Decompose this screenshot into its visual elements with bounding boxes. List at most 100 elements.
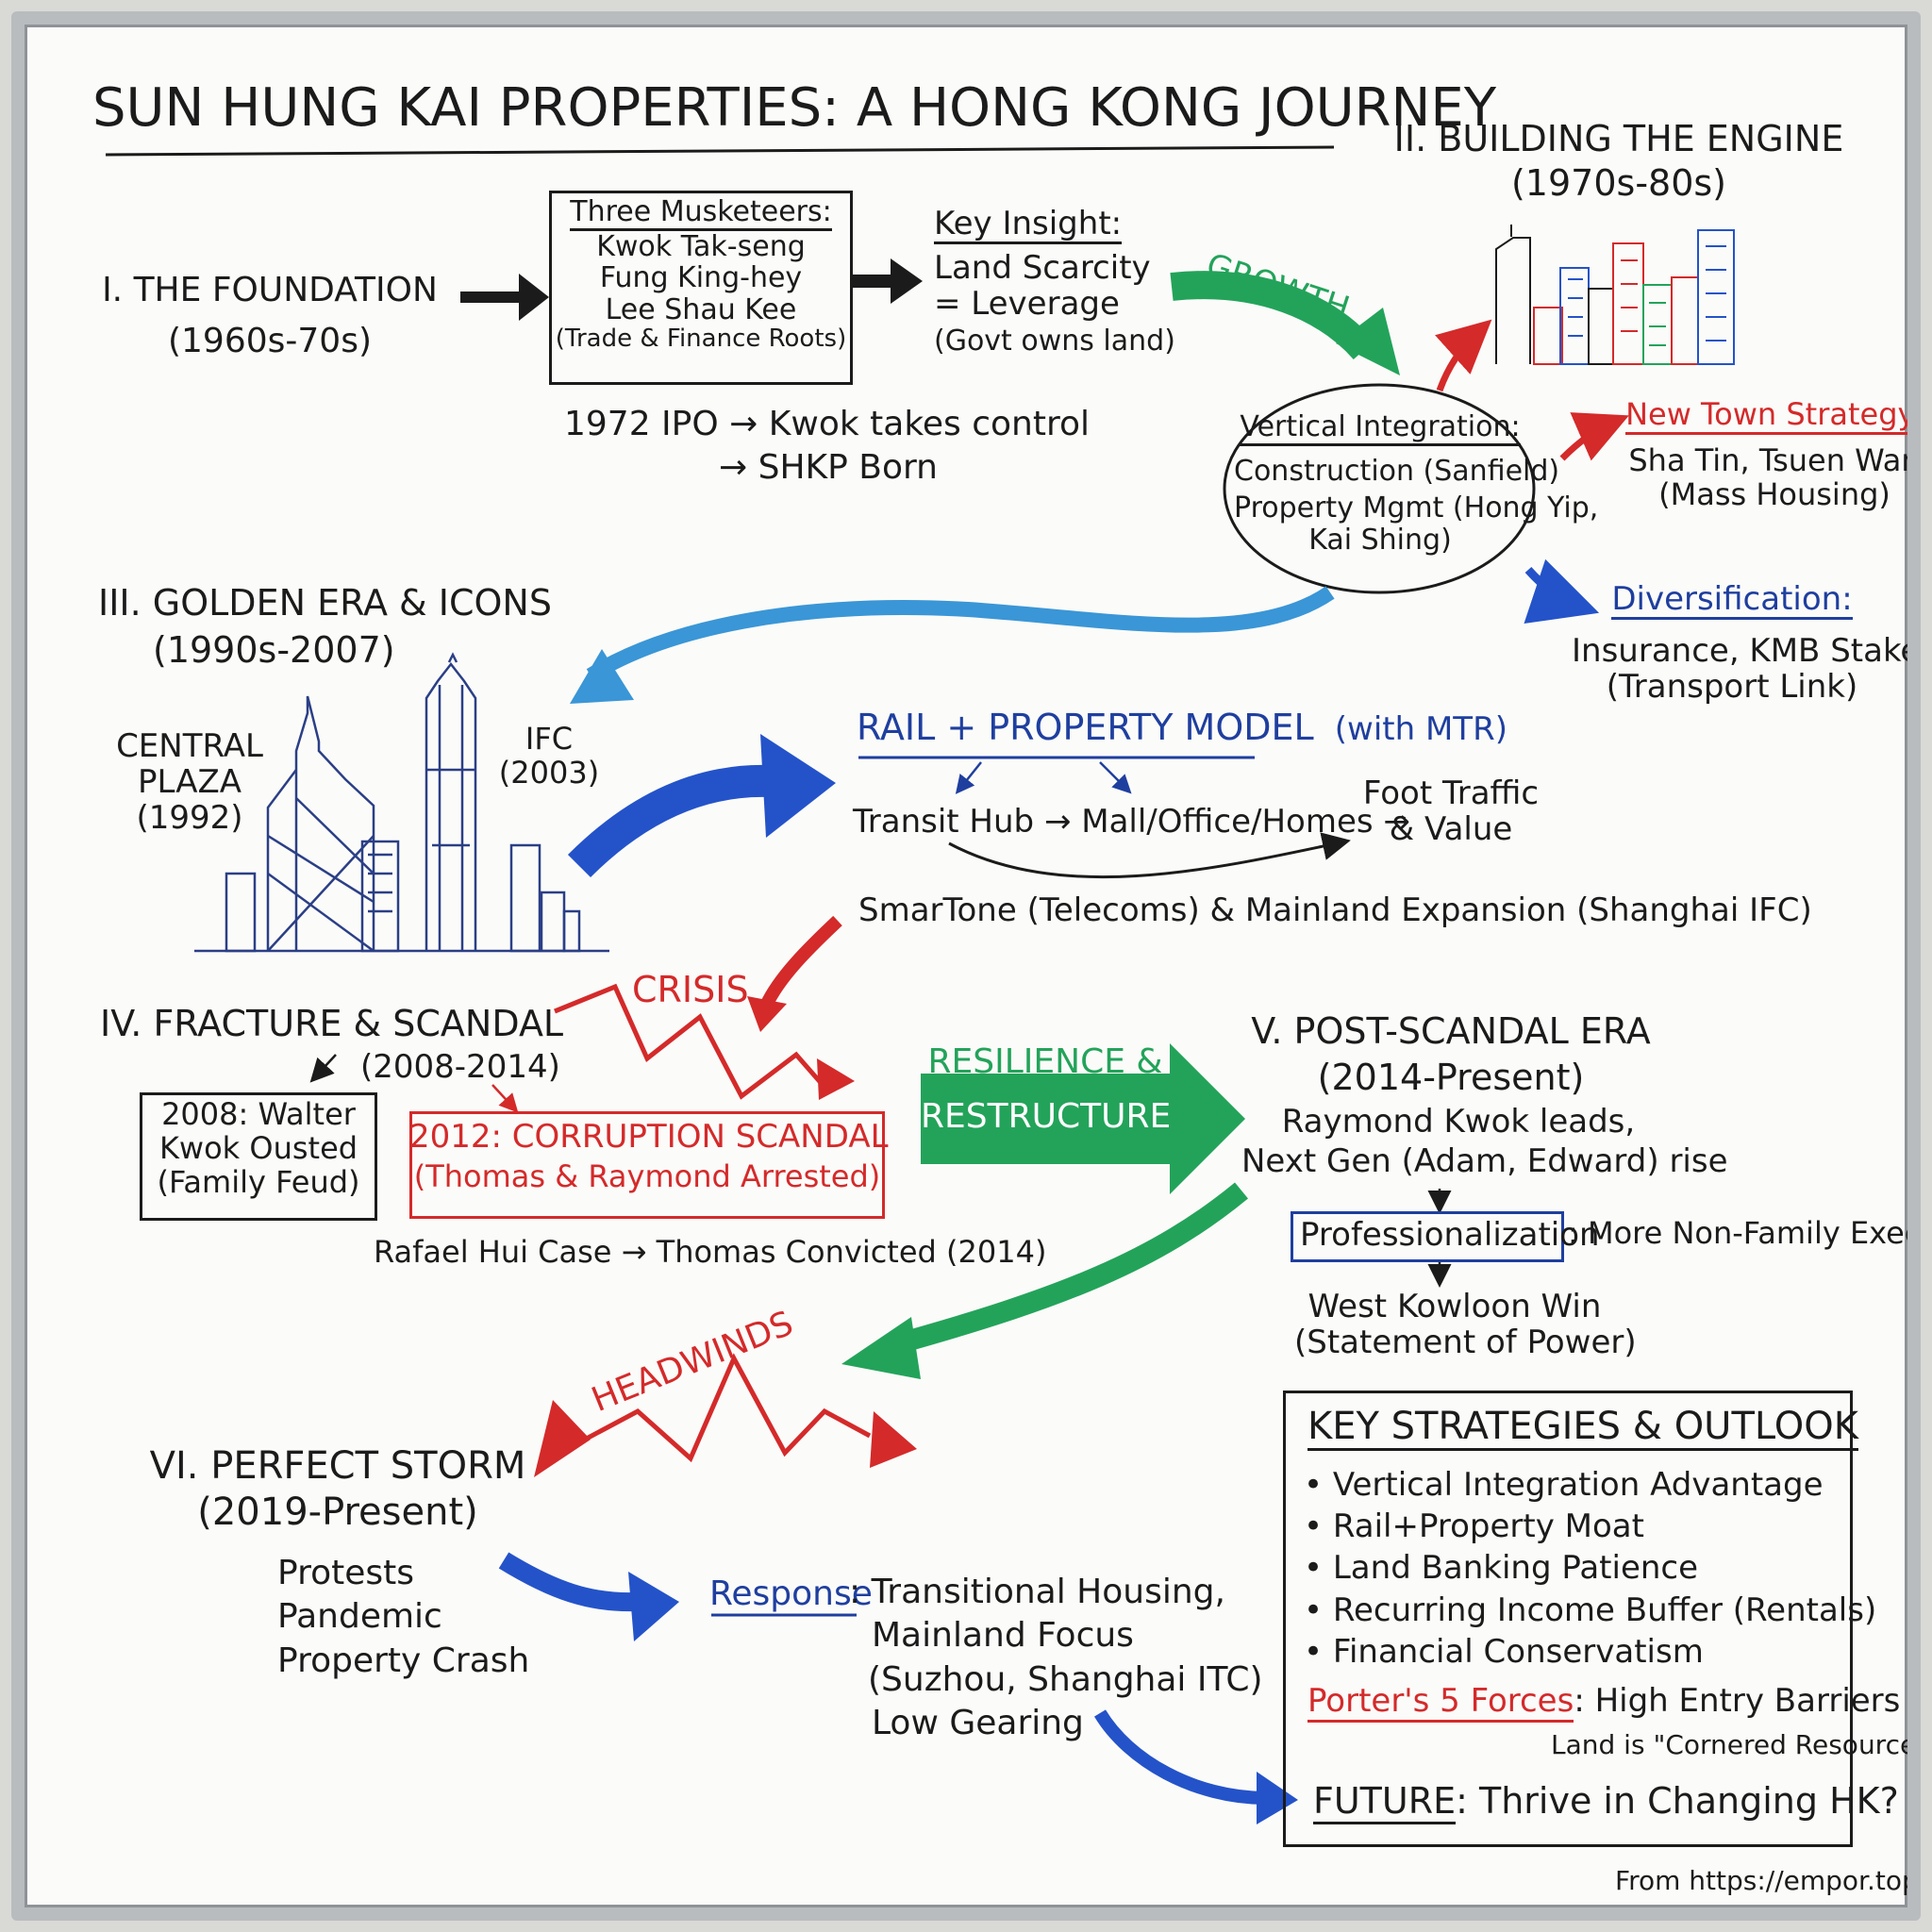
section-1-heading: I. THE FOUNDATION (1960s-70s) — [91, 271, 449, 361]
walter-line: 2008: Walter — [161, 1096, 356, 1132]
arrow-to-rail-model — [567, 734, 836, 878]
porter-rest: : High Entry Barriers — [1574, 1682, 1901, 1720]
arrow-to-walter — [309, 1054, 337, 1083]
response-line: (Suzhou, Shanghai ITC) — [868, 1659, 1263, 1699]
rail-model-suffix: (with MTR) — [1334, 710, 1507, 748]
response-label: Response — [709, 1574, 873, 1613]
whiteboard: SUN HUNG KAI PROPERTIES: A HONG KONG JOU… — [11, 11, 1921, 1921]
vertical-line: Kai Shing) — [1308, 523, 1452, 557]
rail-arrow-left — [955, 761, 982, 794]
strategy-bullet: • Financial Conservatism — [1304, 1632, 1704, 1671]
scandal-box — [409, 1111, 885, 1219]
title-underline — [105, 145, 1335, 157]
strategy-bullet: • Land Banking Patience — [1304, 1549, 1699, 1588]
walter-line: (Family Feud) — [157, 1163, 360, 1200]
ipo-line-2: → SHKP Born — [719, 448, 938, 487]
rail-model-title: RAIL + PROPERTY MODEL (with MTR) — [857, 708, 1507, 748]
central-plaza-line: CENTRAL — [116, 727, 263, 765]
response-line: Mainland Focus — [872, 1616, 1134, 1656]
rail-result: Foot Traffic & Value — [1357, 775, 1545, 847]
section-5-title: V. POST-SCANDAL ERA — [1251, 1010, 1651, 1052]
diversification: Diversification: Insurance, KMB Stake (T… — [1572, 581, 1921, 705]
ifc-label: IFC (2003) — [492, 722, 606, 791]
porter-line: Porter's 5 Forces: High Entry Barriers — [1307, 1682, 1901, 1723]
professionalization-rest: : More Non-Family Execs — [1568, 1215, 1921, 1251]
walter-box — [140, 1092, 377, 1221]
response-line: : Transitional Housing, — [849, 1573, 1225, 1611]
section-2-title: II. BUILDING THE ENGINE — [1393, 118, 1844, 159]
strategy-bullet: • Recurring Income Buffer (Rentals) — [1304, 1591, 1877, 1629]
vertical-integration-oval — [1223, 383, 1536, 594]
rail-model-heading: RAIL + PROPERTY MODEL — [857, 707, 1314, 748]
west-kowloon-line: West Kowloon Win — [1307, 1288, 1602, 1325]
section-4-period: (2008-2014) — [360, 1048, 560, 1086]
response-lines: : Transitional Housing, Mainland Focus (… — [849, 1573, 1263, 1742]
restructure-label: RESTRUCTURE — [921, 1097, 1172, 1136]
musketeers-content: Three Musketeers: Kwok Tak-seng Fung Kin… — [549, 196, 853, 353]
musketeers-title: Three Musketeers: — [570, 196, 832, 231]
rail-arrow-right — [1099, 761, 1132, 794]
arrow-musketeers-to-insight — [853, 258, 923, 304]
key-insight-note: (Govt owns land) — [934, 325, 1175, 358]
storm-items: Protests Pandemic Property Crash — [277, 1554, 529, 1680]
future-rest: : Thrive in Changing HK? — [1456, 1780, 1899, 1822]
west-kowloon-text: West Kowloon Win (Statement of Power) — [1294, 1288, 1637, 1362]
strategies-title: KEY STRATEGIES & OUTLOOK — [1307, 1406, 1858, 1451]
section-3-period: (1990s-2007) — [153, 629, 395, 671]
key-insight-line: Land Scarcity — [934, 249, 1151, 288]
section-5-period: (2014-Present) — [1317, 1056, 1585, 1098]
diversification-title: Diversification: — [1611, 581, 1853, 621]
growth-arrow — [1170, 271, 1400, 375]
raymond-line: Raymond Kwok leads, — [1281, 1103, 1636, 1141]
response-line: Low Gearing — [872, 1703, 1084, 1742]
crisis-zigzag — [554, 983, 855, 1100]
vertical-line: Property Mgmt (Hong Yip, — [1234, 491, 1599, 525]
arrow-to-scandal — [491, 1084, 519, 1113]
vertical-line: Construction (Sanfield) — [1234, 454, 1560, 488]
central-plaza-label: CENTRAL PLAZA (1992) — [109, 728, 270, 836]
resilience-label: RESILIENCE & — [927, 1042, 1163, 1081]
section-2-period: (1970s-80s) — [1510, 161, 1727, 204]
key-insight-title: Key Insight: — [934, 206, 1123, 245]
scandal-line: 2012: CORRUPTION SCANDAL — [409, 1118, 889, 1156]
skyline-golden-era — [194, 652, 609, 953]
buildings-sketch-engine — [1495, 225, 1735, 365]
arrow-to-buildings — [1435, 319, 1492, 392]
new-town-title: New Town Strategy: — [1625, 397, 1907, 435]
source-credit: From https://empor.top — [1615, 1865, 1919, 1896]
musketeers-note: (Trade & Finance Roots) — [555, 325, 847, 354]
section-1-period: (1960s-70s) — [167, 322, 373, 361]
vertical-integration-title: Vertical Integration: — [1240, 411, 1521, 446]
storm-item: Protests — [277, 1554, 415, 1592]
page-title: SUN HUNG KAI PROPERTIES: A HONG KONG JOU… — [92, 77, 1497, 139]
scandal-text: 2012: CORRUPTION SCANDAL (Thomas & Raymo… — [409, 1118, 889, 1195]
raymond-line: Next Gen (Adam, Edward) rise — [1241, 1142, 1728, 1181]
rail-result-line: & Value — [1389, 810, 1513, 849]
strategy-bullet: • Vertical Integration Advantage — [1304, 1466, 1824, 1504]
future-label: FUTURE — [1313, 1780, 1457, 1824]
section-4-title: IV. FRACTURE & SCANDAL — [100, 1003, 564, 1044]
section-1-title: I. THE FOUNDATION — [102, 271, 438, 309]
crisis-label: CRISIS — [632, 969, 749, 1010]
professionalization-label: Professionalization — [1300, 1216, 1600, 1254]
porter-label: Porter's 5 Forces — [1307, 1682, 1574, 1723]
rail-loop-curve — [948, 832, 1351, 879]
section-6-title: VI. PERFECT STORM — [149, 1444, 526, 1488]
arrow-to-perfect-storm — [841, 1182, 1248, 1379]
new-town-strategy: New Town Strategy: Sha Tin, Tsuen Wan (M… — [1619, 397, 1907, 511]
arrow-to-future — [1093, 1709, 1298, 1824]
vertical-integration-text: Vertical Integration: Construction (Sanf… — [1234, 411, 1599, 557]
diagram-canvas — [105, 145, 1735, 1824]
section-5-heading: V. POST-SCANDAL ERA (2014-Present) — [1234, 1011, 1668, 1097]
central-plaza-line: (1992) — [136, 799, 243, 838]
arrow-to-golden-era — [570, 586, 1335, 704]
professionalization-box — [1291, 1211, 1564, 1262]
section-6-period: (2019-Present) — [197, 1490, 478, 1534]
musketeer-name: Kwok Tak-seng — [596, 229, 806, 263]
section-6-heading: VI. PERFECT STORM (2019-Present) — [149, 1445, 526, 1534]
scandal-line: (Thomas & Raymond Arrested) — [413, 1158, 881, 1195]
walter-text: 2008: Walter Kwok Ousted (Family Feud) — [140, 1096, 377, 1200]
diversification-line: Insurance, KMB Stake — [1572, 632, 1921, 671]
west-kowloon-line: (Statement of Power) — [1294, 1324, 1637, 1362]
section-3-title: III. GOLDEN ERA & ICONS — [98, 582, 552, 624]
